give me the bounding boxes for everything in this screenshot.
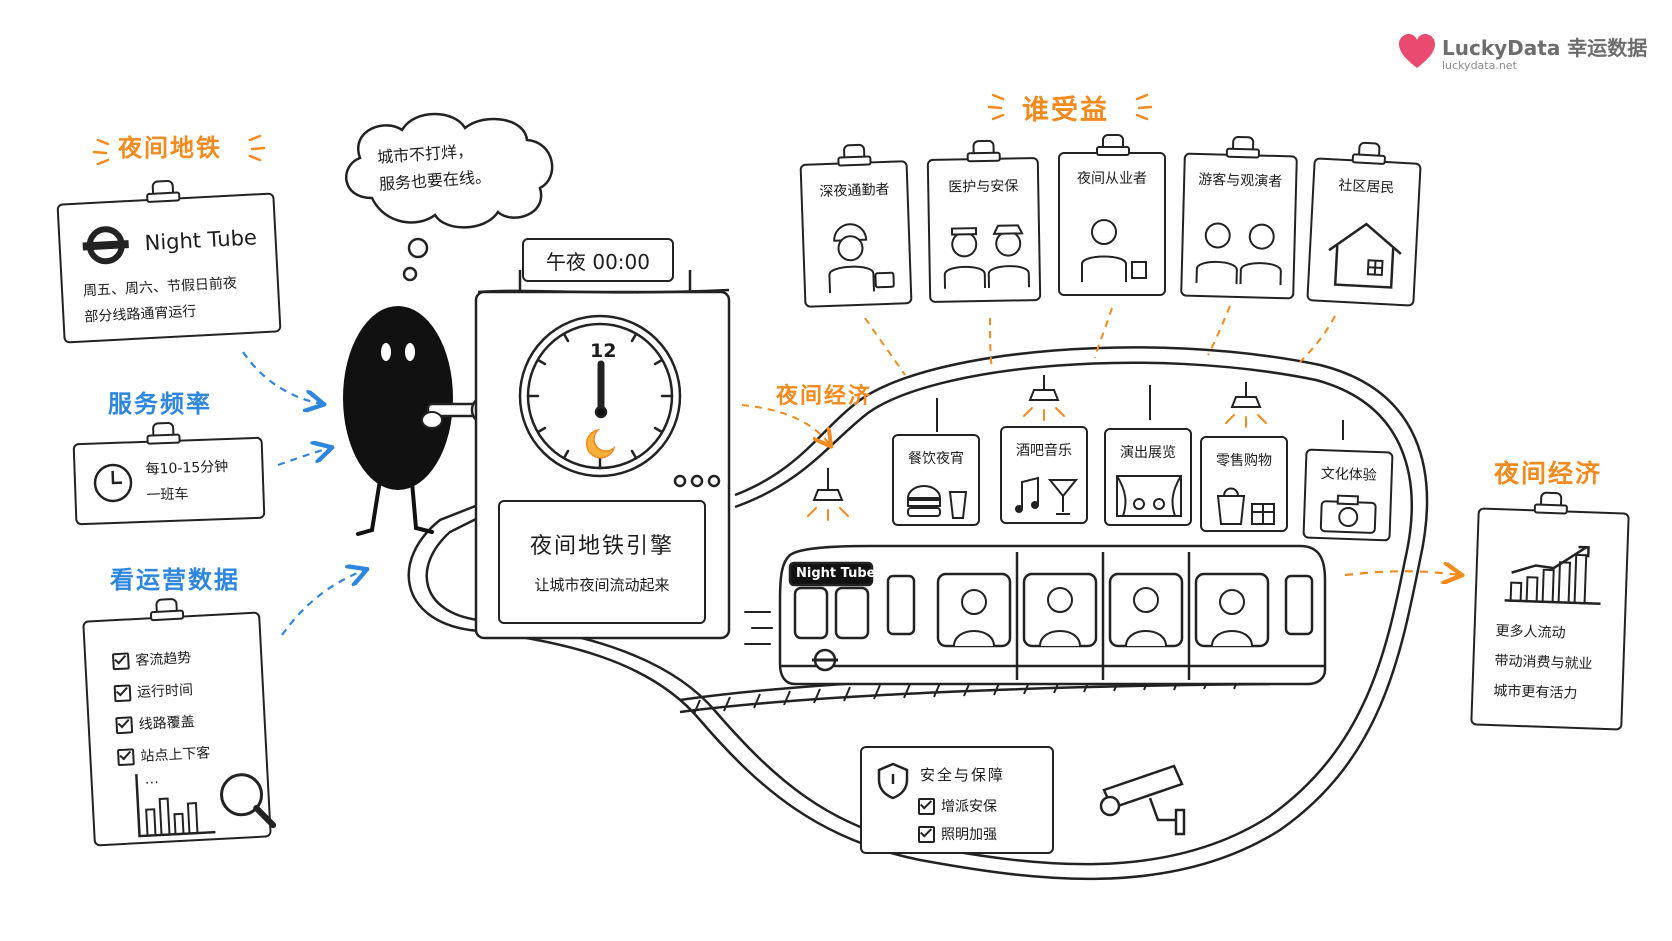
- track-loop: [407, 346, 1429, 881]
- data-title: 看运营数据: [110, 566, 240, 594]
- engine-subtitle: 让城市夜间流动起来: [534, 576, 670, 594]
- brand-name: LuckyData 幸运数据: [1442, 36, 1648, 60]
- lamp-icons: [812, 375, 1262, 501]
- blue-arrows: [242, 351, 365, 636]
- economy-card-performance: 演出展览: [1104, 428, 1192, 526]
- tourists-icon: [1195, 222, 1282, 286]
- passengers: [953, 587, 1253, 647]
- clip-icon: [151, 421, 175, 441]
- engine-panel: 夜间地铁引擎 让城市夜间流动起来: [498, 500, 706, 624]
- midnight-label: 午夜 00:00: [522, 238, 674, 282]
- card-strings: [936, 385, 1344, 440]
- checkbox-icon: [116, 747, 135, 766]
- checkbox-icon: [918, 797, 935, 815]
- mini-bar-chart-icon: [135, 773, 277, 838]
- beneficiary-label: 深夜通勤者: [819, 181, 890, 201]
- impact-line3: 城市更有活力: [1493, 683, 1578, 702]
- beneficiary-label: 游客与观演者: [1197, 171, 1283, 191]
- beneficiary-connectors: [864, 305, 1336, 376]
- tube-roundel-icon: [82, 226, 129, 265]
- frequency-card: 每10-15分钟 一班车: [72, 421, 266, 526]
- clip-icon: [972, 139, 995, 159]
- beneficiary-card-tourists: 游客与观演者: [1180, 135, 1298, 300]
- night-tube-line1: 周五、周六、节假日前夜: [82, 275, 238, 300]
- thought-bubble-shape: [345, 112, 554, 282]
- data-item: 运行时间: [113, 676, 263, 704]
- shield-icon: [877, 762, 909, 800]
- checkbox-icon: [113, 683, 132, 702]
- checkbox-icon: [918, 825, 935, 843]
- frequency-title: 服务频率: [108, 390, 212, 418]
- economy-impact-card: 更多人流动 带动消费与就业 城市更有活力: [1470, 491, 1630, 731]
- moon-icon: [585, 428, 616, 459]
- safety-title: 安全与保障: [920, 766, 1006, 784]
- music-cocktail-icon: [1015, 476, 1079, 515]
- night-tube-card: Night Tube 周五、周六、节假日前夜 部分线路通宵运行: [56, 179, 282, 344]
- night-tube-line2: 部分线路通宵运行: [84, 303, 197, 326]
- safety-item: 增派安保: [918, 796, 997, 816]
- safety-item: 照明加强: [918, 824, 997, 844]
- impact-line2: 带动消费与就业: [1494, 653, 1593, 673]
- data-card: 客流趋势 运行时间 线路覆盖 站点上下客 …: [82, 597, 277, 847]
- data-item: 客流趋势: [111, 644, 261, 672]
- barista-icon: [1081, 219, 1147, 282]
- economy-card-dining: 餐饮夜宵: [892, 434, 980, 526]
- economy-card-culture: 文化体验: [1302, 448, 1394, 542]
- clip-icon: [1357, 141, 1381, 161]
- checkbox-icon: [115, 715, 134, 734]
- clock-icon: [93, 463, 133, 503]
- impact-line1: 更多人流动: [1495, 623, 1566, 642]
- title-flourishes: [92, 93, 1153, 166]
- burger-drink-icon: [906, 485, 968, 519]
- safety-card: 安全与保障 增派安保 照明加强: [860, 746, 1054, 854]
- camera-icon: [1319, 494, 1377, 534]
- growth-chart-icon: [1504, 545, 1601, 606]
- economy-card-retail: 零售购物: [1200, 436, 1288, 532]
- beneficiary-card-commuters: 深夜通勤者: [799, 143, 913, 308]
- night-economy-label: 夜间经济: [776, 384, 873, 409]
- beneficiary-label: 社区居民: [1337, 177, 1395, 197]
- security-camera-icon: [1099, 764, 1186, 836]
- right-economy-title: 夜间经济: [1494, 459, 1603, 488]
- frequency-line2: 一班车: [146, 486, 189, 504]
- clip-icon: [1231, 135, 1255, 155]
- worker-icon: [828, 223, 895, 293]
- medic-guard-icon: [943, 224, 1031, 289]
- data-item: 线路覆盖: [115, 707, 264, 735]
- beneficiary-card-night-workers: 夜间从业者: [1058, 134, 1166, 296]
- clip-icon: [155, 597, 179, 617]
- shopping-bag-icon: [1216, 487, 1275, 525]
- economy-card-bar-music: 酒吧音乐: [1000, 426, 1088, 524]
- clock-number-12: 12: [590, 340, 617, 362]
- clip-icon: [842, 143, 866, 163]
- house-icon: [1328, 222, 1402, 289]
- thought-bubble: 城市不打烊， 服务也要在线。: [376, 136, 492, 198]
- speed-lines: [744, 611, 773, 645]
- engine-title: 夜间地铁引擎: [529, 534, 674, 559]
- beneficiary-card-residents: 社区居民: [1306, 141, 1422, 307]
- clock-face-marks: [526, 332, 674, 470]
- brand-logo: LuckyData 幸运数据 luckydata.net: [1398, 32, 1647, 72]
- lamp-rays: [807, 407, 1267, 521]
- data-item: 站点上下客: [116, 739, 266, 767]
- beneficiary-label: 夜间从业者: [1077, 171, 1147, 187]
- beneficiary-label: 医护与安保: [948, 178, 1019, 196]
- clip-icon: [1539, 491, 1563, 511]
- night-metro-title: 夜间地铁: [118, 134, 222, 162]
- brand-url: luckydata.net: [1442, 59, 1517, 72]
- train-label: Night Tube: [796, 566, 876, 581]
- beneficiary-card-medical: 医护与安保: [926, 139, 1042, 303]
- checkbox-icon: [111, 651, 130, 670]
- clip-icon: [151, 179, 175, 199]
- clip-icon: [1096, 134, 1130, 156]
- night-tube-name: Night Tube: [144, 225, 258, 256]
- beneficiaries-title: 谁受益: [1022, 95, 1109, 126]
- heart-icon: [1399, 34, 1435, 68]
- frequency-line1: 每10-15分钟: [145, 458, 229, 478]
- theater-icon: [1116, 475, 1182, 517]
